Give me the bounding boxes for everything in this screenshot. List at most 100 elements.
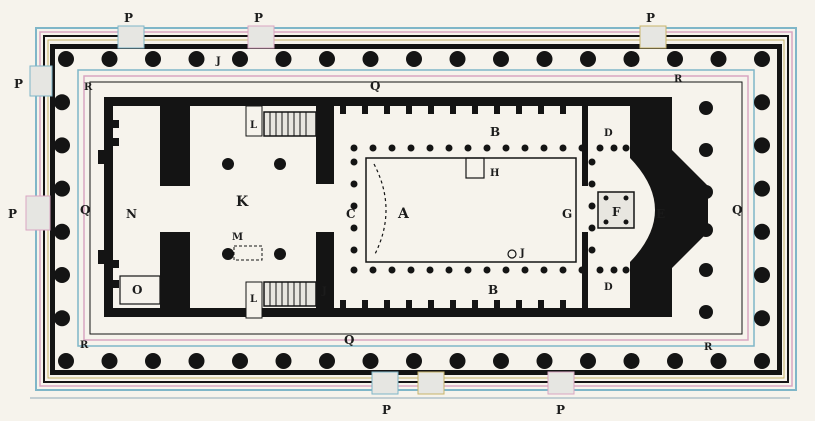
inner-column	[350, 224, 358, 232]
wall-pilaster	[113, 280, 119, 288]
inner-column	[369, 266, 377, 274]
wall-pilaster	[340, 106, 346, 114]
outer-column	[145, 51, 161, 67]
outer-column	[754, 310, 770, 327]
outer-column	[319, 51, 335, 67]
label-p-top-1: P	[124, 11, 133, 25]
inner-column	[540, 144, 548, 152]
label-l-top: L	[250, 120, 257, 131]
outer-column	[406, 51, 422, 67]
inner-column	[588, 158, 596, 166]
o-room-box	[119, 275, 161, 305]
f-shrine	[597, 191, 635, 229]
outer-column	[754, 223, 770, 240]
inner-column	[596, 144, 604, 152]
outer-column	[699, 143, 713, 157]
label-n: N	[126, 207, 137, 221]
inner-column	[622, 266, 630, 274]
outer-column	[710, 353, 727, 369]
inner-column	[578, 144, 586, 152]
inner-column	[426, 144, 434, 152]
label-p-bottom-1: P	[382, 403, 391, 417]
label-p-top-2: P	[254, 11, 263, 25]
wall-pilaster	[428, 300, 434, 308]
label-h: H	[490, 168, 499, 179]
outer-column	[54, 267, 70, 283]
label-f: F	[612, 205, 621, 219]
wall-pilaster	[384, 106, 390, 114]
outer-column	[145, 353, 161, 369]
wall-pilaster	[582, 106, 588, 114]
wall-pilaster	[560, 106, 566, 114]
outer-column	[449, 51, 466, 67]
outer-column	[54, 310, 70, 327]
outer-column	[754, 180, 770, 197]
apse-steps	[639, 161, 672, 259]
wall-pilaster	[582, 300, 588, 308]
outer-column	[188, 353, 205, 369]
label-j-top: J	[215, 56, 221, 67]
label-g: G	[562, 207, 572, 221]
inner-column	[350, 246, 358, 254]
inner-column	[578, 266, 586, 274]
outer-column	[54, 137, 70, 154]
label-q-right: Q	[732, 203, 742, 217]
label-j-naos: J	[519, 248, 525, 259]
inner-column	[426, 266, 434, 274]
outer-column	[699, 305, 713, 319]
outer-column	[449, 353, 466, 369]
outer-column	[275, 353, 292, 369]
outer-column	[362, 51, 379, 67]
inner-column	[388, 266, 396, 274]
label-p-top-3: P	[646, 11, 655, 25]
inner-column	[588, 246, 596, 254]
inner-column	[483, 144, 491, 152]
inner-column	[521, 144, 529, 152]
inner-column	[559, 144, 567, 152]
inner-colonnade	[350, 144, 630, 274]
wall-pilaster	[113, 120, 119, 128]
label-l-bottom: L	[250, 294, 257, 305]
label-d-bottom: D	[604, 282, 613, 293]
label-e: E	[656, 207, 665, 221]
outer-column	[406, 353, 422, 369]
label-p-left-1: P	[14, 77, 23, 91]
outer-column	[710, 51, 727, 67]
outer-column	[699, 101, 713, 115]
inner-column	[588, 180, 596, 188]
plan-labels: A B B C D D E F G H J J J K L L M N O P …	[8, 11, 742, 417]
outer-column	[754, 267, 770, 283]
outer-column	[101, 51, 118, 67]
wall-pilaster	[450, 106, 456, 114]
outer-column	[101, 353, 118, 369]
inner-column	[502, 144, 510, 152]
inner-column	[464, 266, 472, 274]
outer-column	[54, 180, 70, 197]
wall-pilaster	[494, 106, 500, 114]
wall-pilaster	[516, 106, 522, 114]
label-d-top: D	[604, 128, 613, 139]
label-b-top: B	[490, 125, 500, 139]
wall-pilaster	[560, 300, 566, 308]
inner-column	[521, 266, 529, 274]
inner-column	[610, 144, 618, 152]
outer-column	[493, 353, 509, 369]
label-a: A	[397, 206, 410, 222]
wall-pilaster	[113, 138, 119, 146]
label-q-bottom: Q	[344, 333, 354, 347]
inner-column	[588, 202, 596, 210]
outer-column	[754, 94, 770, 111]
inner-column	[445, 266, 453, 274]
outer-column	[319, 353, 335, 369]
inner-column	[540, 266, 548, 274]
inner-column	[610, 266, 618, 274]
stairs	[245, 105, 317, 319]
label-r-bottom-left: R	[80, 340, 89, 351]
label-o: O	[132, 283, 142, 297]
inner-column	[588, 224, 596, 232]
label-j-bottom: J	[321, 286, 327, 297]
outer-column	[536, 353, 553, 369]
label-r-top-left: R	[84, 82, 93, 93]
wall-pilaster	[538, 106, 544, 114]
